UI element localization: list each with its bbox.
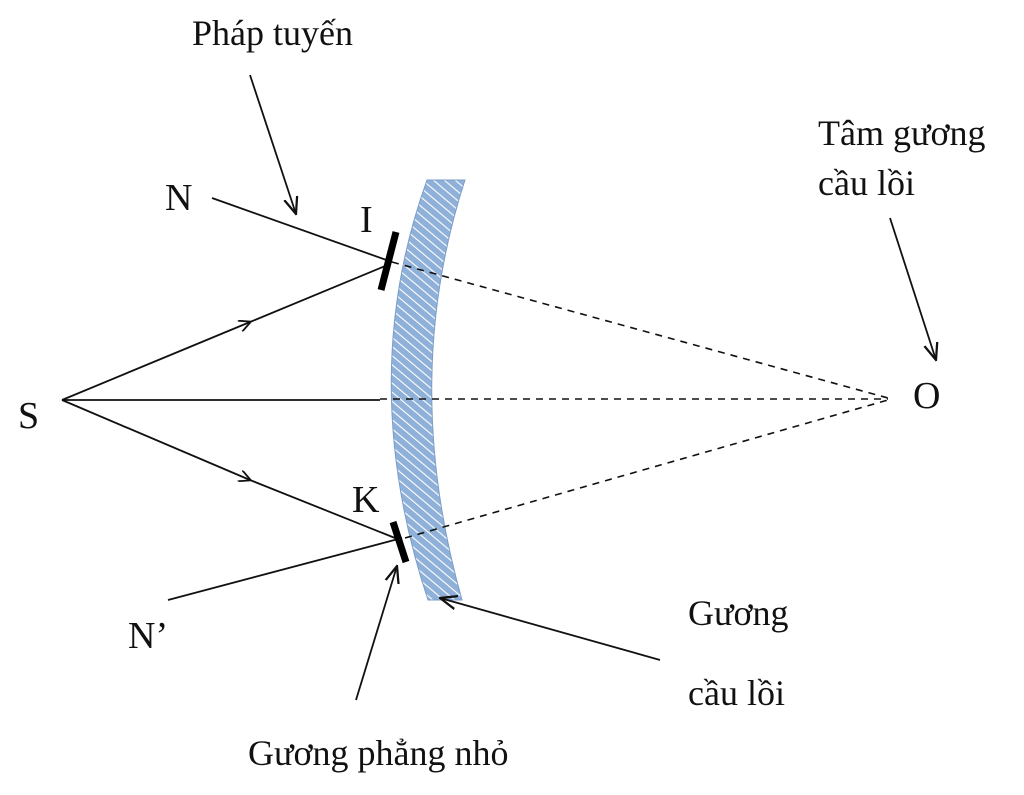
label-o: O	[913, 375, 940, 417]
label-normal: Pháp tuyến	[192, 13, 353, 53]
label-small-mirror: Gương phẳng nhỏ	[248, 733, 509, 773]
label-n: N	[165, 177, 192, 219]
pointer-center	[889, 217, 936, 360]
normal-line-ni	[211, 197, 393, 263]
dashed-line-ko	[404, 399, 889, 539]
label-i: I	[360, 199, 373, 241]
label-center-line1: Tâm gương	[818, 113, 986, 153]
ray-s-to-i-part2	[249, 263, 391, 323]
small-mirror-i	[377, 231, 400, 291]
ray-s-to-k-part1	[61, 399, 250, 480]
label-s: S	[18, 395, 39, 437]
label-n-prime: N’	[128, 615, 168, 657]
pointer-small-mirror	[355, 566, 397, 701]
label-k: K	[352, 479, 380, 521]
label-mirror-line2: cầu lồi	[688, 673, 785, 713]
ray-s-to-i-part1	[61, 322, 250, 401]
dashed-line-io	[391, 261, 889, 399]
label-center-line2: cầu lồi	[818, 163, 915, 203]
label-mirror-line1: Gương	[688, 593, 789, 633]
convex-mirror	[390, 179, 466, 601]
ray-s-to-k-part2	[249, 479, 401, 541]
pointer-convex-mirror	[440, 598, 661, 661]
small-mirror-k	[389, 520, 410, 564]
normal-line-nk	[167, 537, 403, 601]
pointer-normal	[249, 74, 296, 214]
